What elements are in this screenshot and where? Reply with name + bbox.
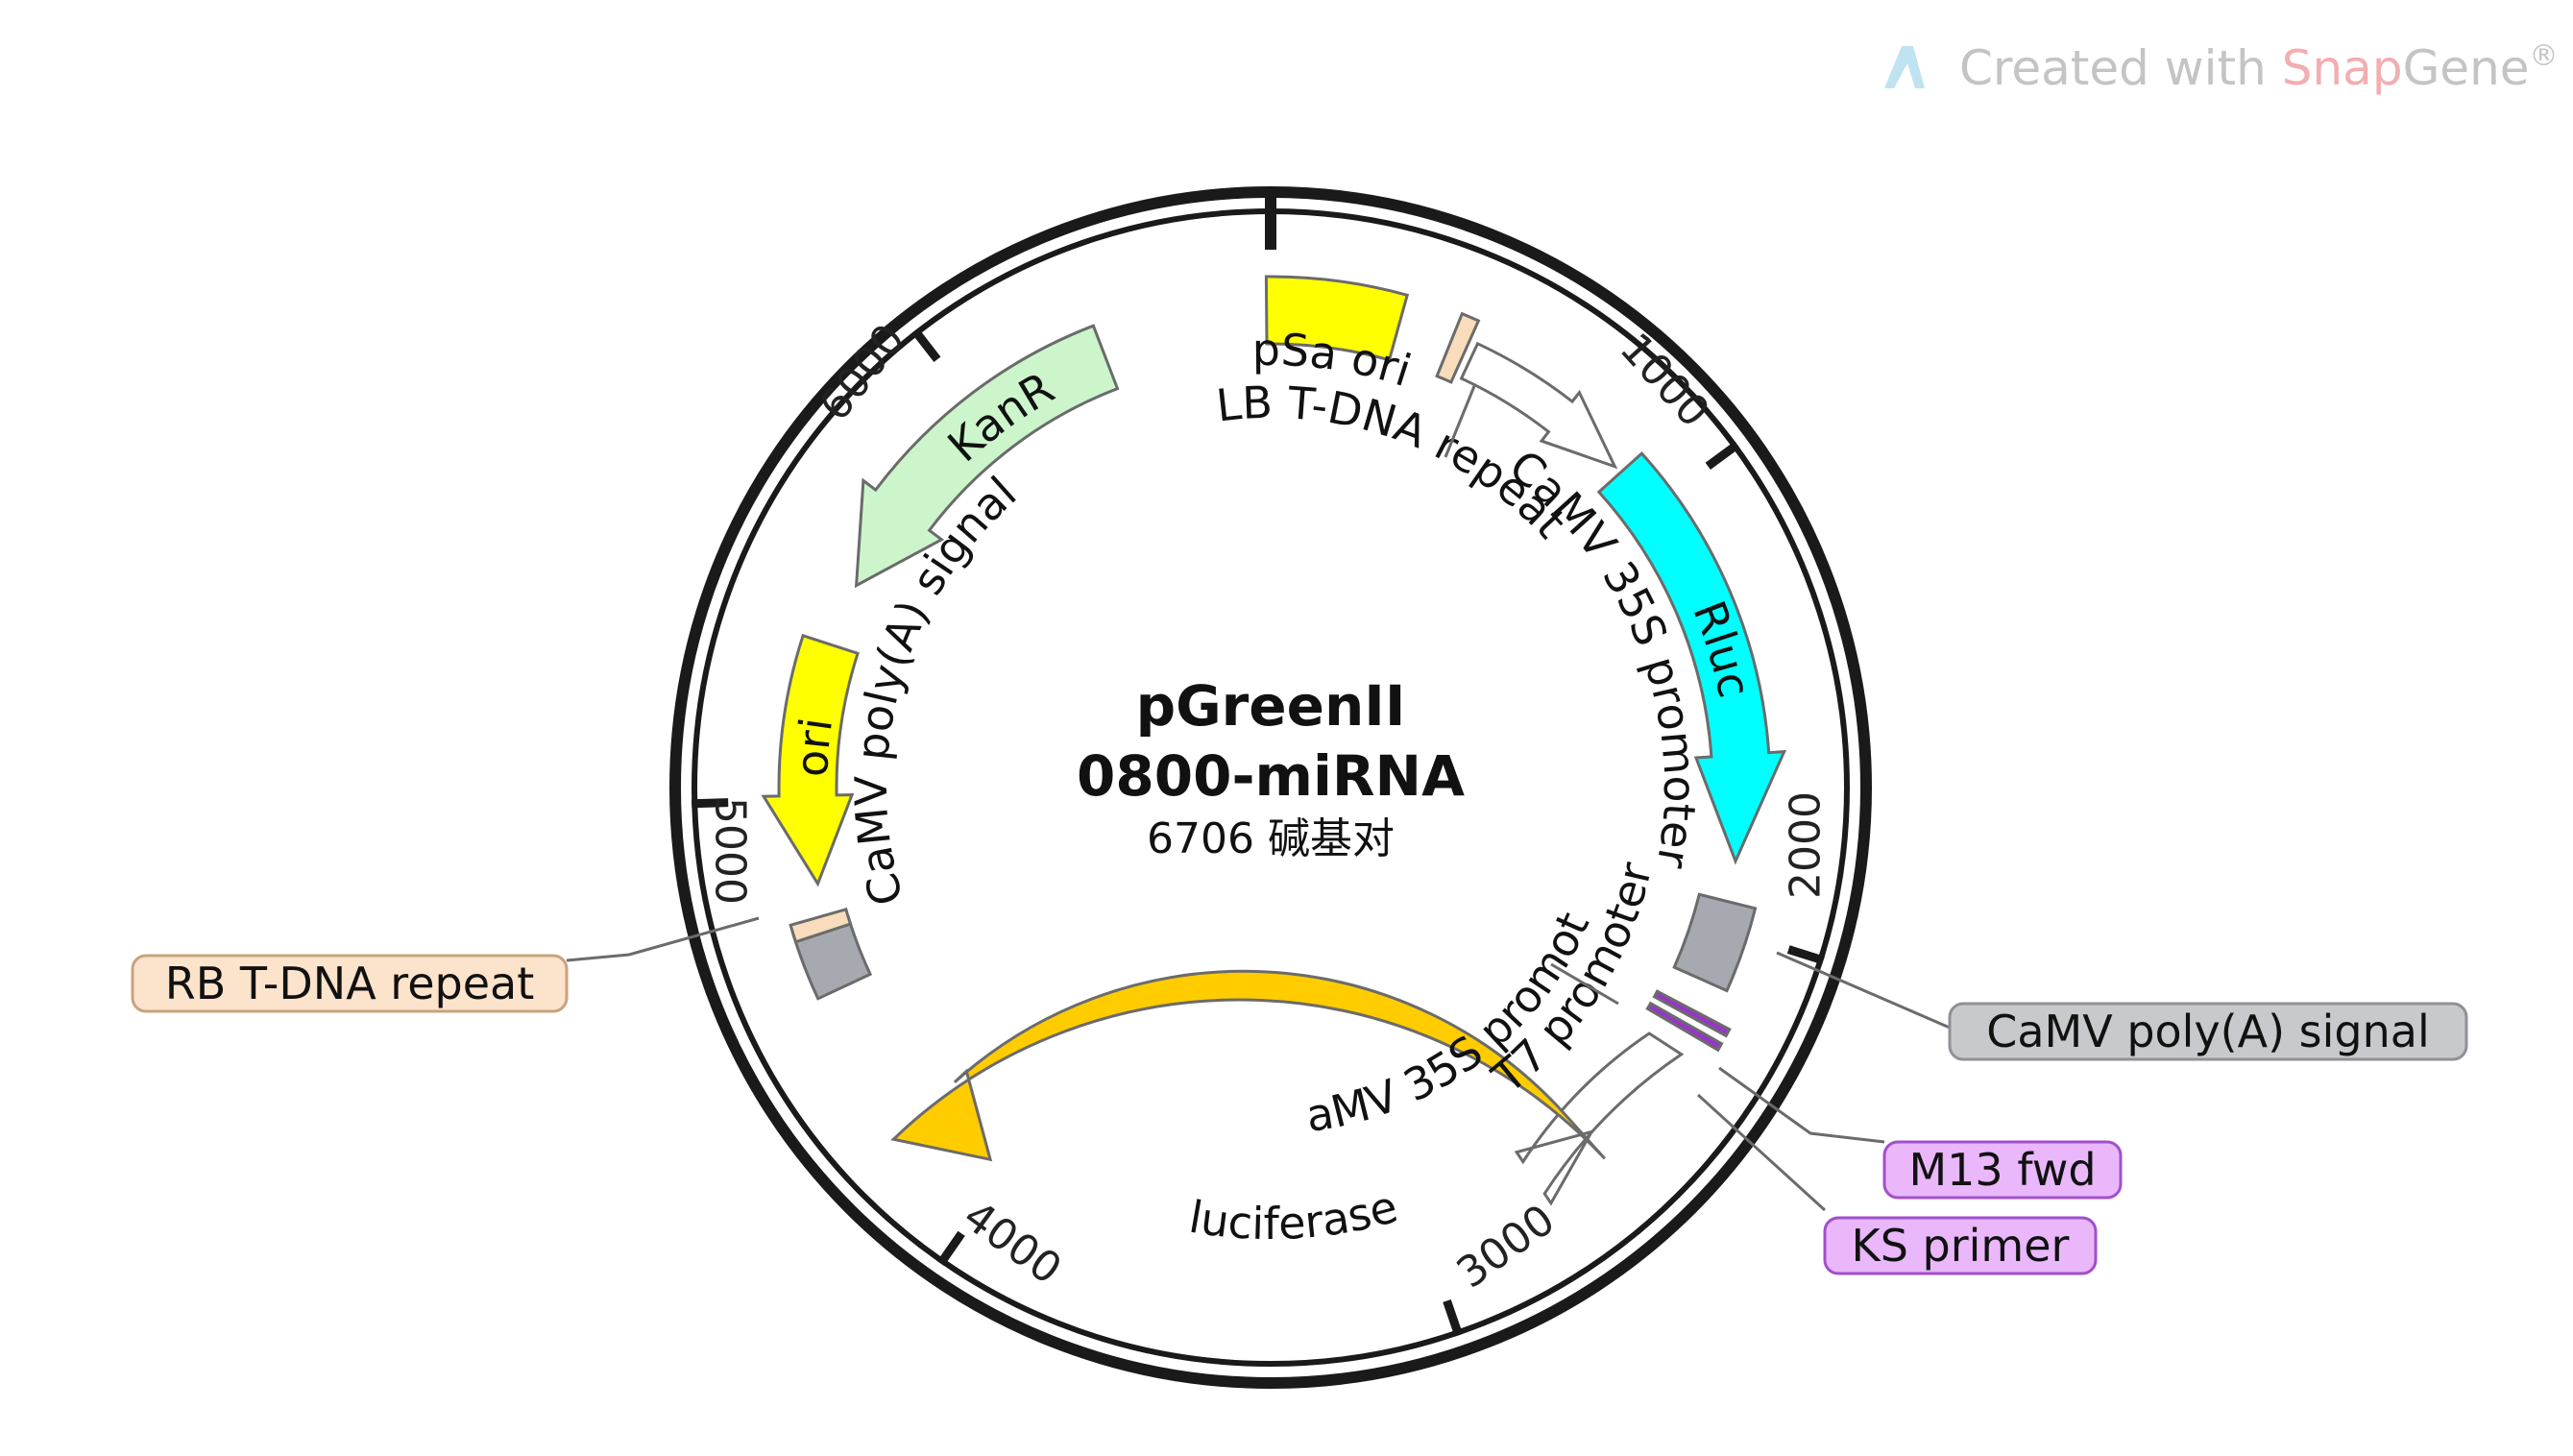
features xyxy=(761,275,1787,1206)
tick-label: 5000 xyxy=(706,797,755,905)
callout-ks-primer[interactable]: KS primer xyxy=(1823,1216,2098,1275)
watermark-text: Created with SnapGene® xyxy=(1959,39,2559,96)
lb-tdna-leader xyxy=(1444,385,1476,458)
snapgene-logo-icon xyxy=(1884,46,1925,88)
feature-lb-tdna-repeat[interactable] xyxy=(1435,311,1481,384)
m13-fwd-leader xyxy=(1718,1066,1885,1144)
feature-camv35s-promoter-reverse[interactable] xyxy=(1514,1031,1685,1206)
feature-ori[interactable] xyxy=(761,633,860,887)
feature-luciferase[interactable] xyxy=(890,969,1607,1162)
callout-rb-tdna-repeat[interactable]: RB T-DNA repeat xyxy=(131,954,569,1013)
feature-m13-fwd[interactable] xyxy=(1652,989,1732,1038)
tick-label: 6000 xyxy=(810,315,914,430)
camv-polya-leader xyxy=(1776,951,1951,1030)
tick-mark xyxy=(1705,441,1740,471)
feature-camv-polya-signal-right[interactable] xyxy=(1672,892,1758,993)
plasmid-length: 6706 碱基对 xyxy=(1147,814,1395,863)
feature-ks-primer[interactable] xyxy=(1645,1001,1724,1053)
feature-kanr[interactable] xyxy=(854,324,1120,589)
feature-rb-tdna-repeat[interactable] xyxy=(789,907,853,944)
callouts: RB T-DNA repeat CaMV poly(A) signal M13 … xyxy=(131,954,2468,1275)
callout-label: KS primer xyxy=(1852,1220,2070,1272)
callout-leaders xyxy=(566,385,1951,1212)
callout-label: CaMV poly(A) signal xyxy=(1986,1006,2429,1057)
tick-mark xyxy=(911,328,941,362)
plasmid-title: pGreenII 0800-miRNA 6706 碱基对 xyxy=(1077,673,1465,863)
tick-label: 3000 xyxy=(1448,1195,1565,1298)
callout-camv-polya-signal[interactable]: CaMV poly(A) signal xyxy=(1948,1002,2468,1061)
tick-mark xyxy=(1786,945,1825,965)
tick-label: 2000 xyxy=(1782,791,1831,899)
feature-rluc[interactable] xyxy=(1596,450,1787,865)
watermark: Created with SnapGene® xyxy=(1884,39,2559,96)
label-ori: ori xyxy=(786,715,842,778)
label-luciferase: luciferase xyxy=(1185,1180,1402,1250)
tick-mark xyxy=(1443,1298,1464,1337)
tick-mark xyxy=(936,1230,965,1267)
rb-tdna-leader xyxy=(566,916,760,962)
ks-primer-leader xyxy=(1696,1093,1827,1212)
feature-psa-ori[interactable] xyxy=(1264,275,1410,362)
callout-box xyxy=(1823,1216,2098,1275)
callout-label: M13 fwd xyxy=(1908,1144,2096,1196)
feature-camv35s-promoter-forward[interactable] xyxy=(1459,341,1618,470)
plasmid-name-line1: pGreenII xyxy=(1136,673,1406,739)
tick-mark xyxy=(692,798,729,809)
plasmid-name-line2: 0800-miRNA xyxy=(1077,743,1465,809)
tick-marks xyxy=(692,187,1825,1337)
callout-box xyxy=(1882,1140,2123,1200)
callout-label: RB T-DNA repeat xyxy=(165,958,534,1009)
callout-m13-fwd[interactable]: M13 fwd xyxy=(1882,1140,2123,1200)
t7-leader xyxy=(1550,962,1619,1006)
callout-box xyxy=(1948,1002,2468,1061)
callout-box xyxy=(131,954,569,1013)
